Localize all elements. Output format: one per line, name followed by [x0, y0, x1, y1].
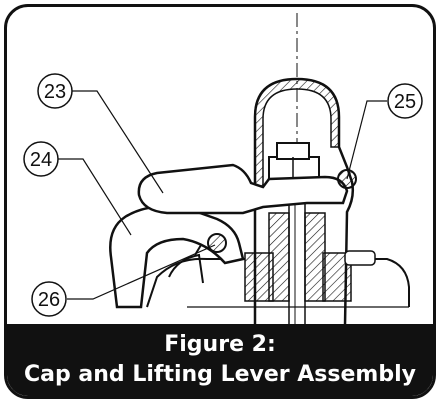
callout-23-label: 23: [44, 81, 66, 103]
leader-23: [71, 90, 164, 194]
lifting-lever-24: [109, 204, 245, 309]
callout-23: 23: [37, 73, 73, 109]
callout-25-label: 25: [394, 91, 416, 113]
callout-25: 25: [387, 83, 423, 119]
pin-26: [207, 233, 227, 253]
cap-wall-hatch: [254, 78, 340, 188]
callout-24: 24: [23, 141, 59, 177]
leader-24: [57, 158, 132, 236]
figure-title: Figure 2:: [164, 332, 276, 357]
callout-26: 26: [31, 281, 67, 317]
set-screw: [344, 250, 376, 266]
leader-25: [346, 100, 387, 180]
stem-nut: [268, 156, 320, 180]
callout-24-label: 24: [30, 149, 52, 171]
figure-caption: Figure 2: Cap and Lifting Lever Assembly: [7, 324, 433, 396]
leader-26: [67, 244, 216, 300]
lifting-lever-23: [137, 163, 349, 215]
figure-subtitle: Cap and Lifting Lever Assembly: [24, 362, 416, 387]
callout-26-label: 26: [38, 289, 60, 311]
figure-frame: 23 24 25 26 Figure 2: Cap and Lifting Le…: [4, 4, 436, 399]
technical-drawing: 23 24 25 26: [23, 13, 423, 327]
guide-bushing-right: [304, 212, 326, 302]
